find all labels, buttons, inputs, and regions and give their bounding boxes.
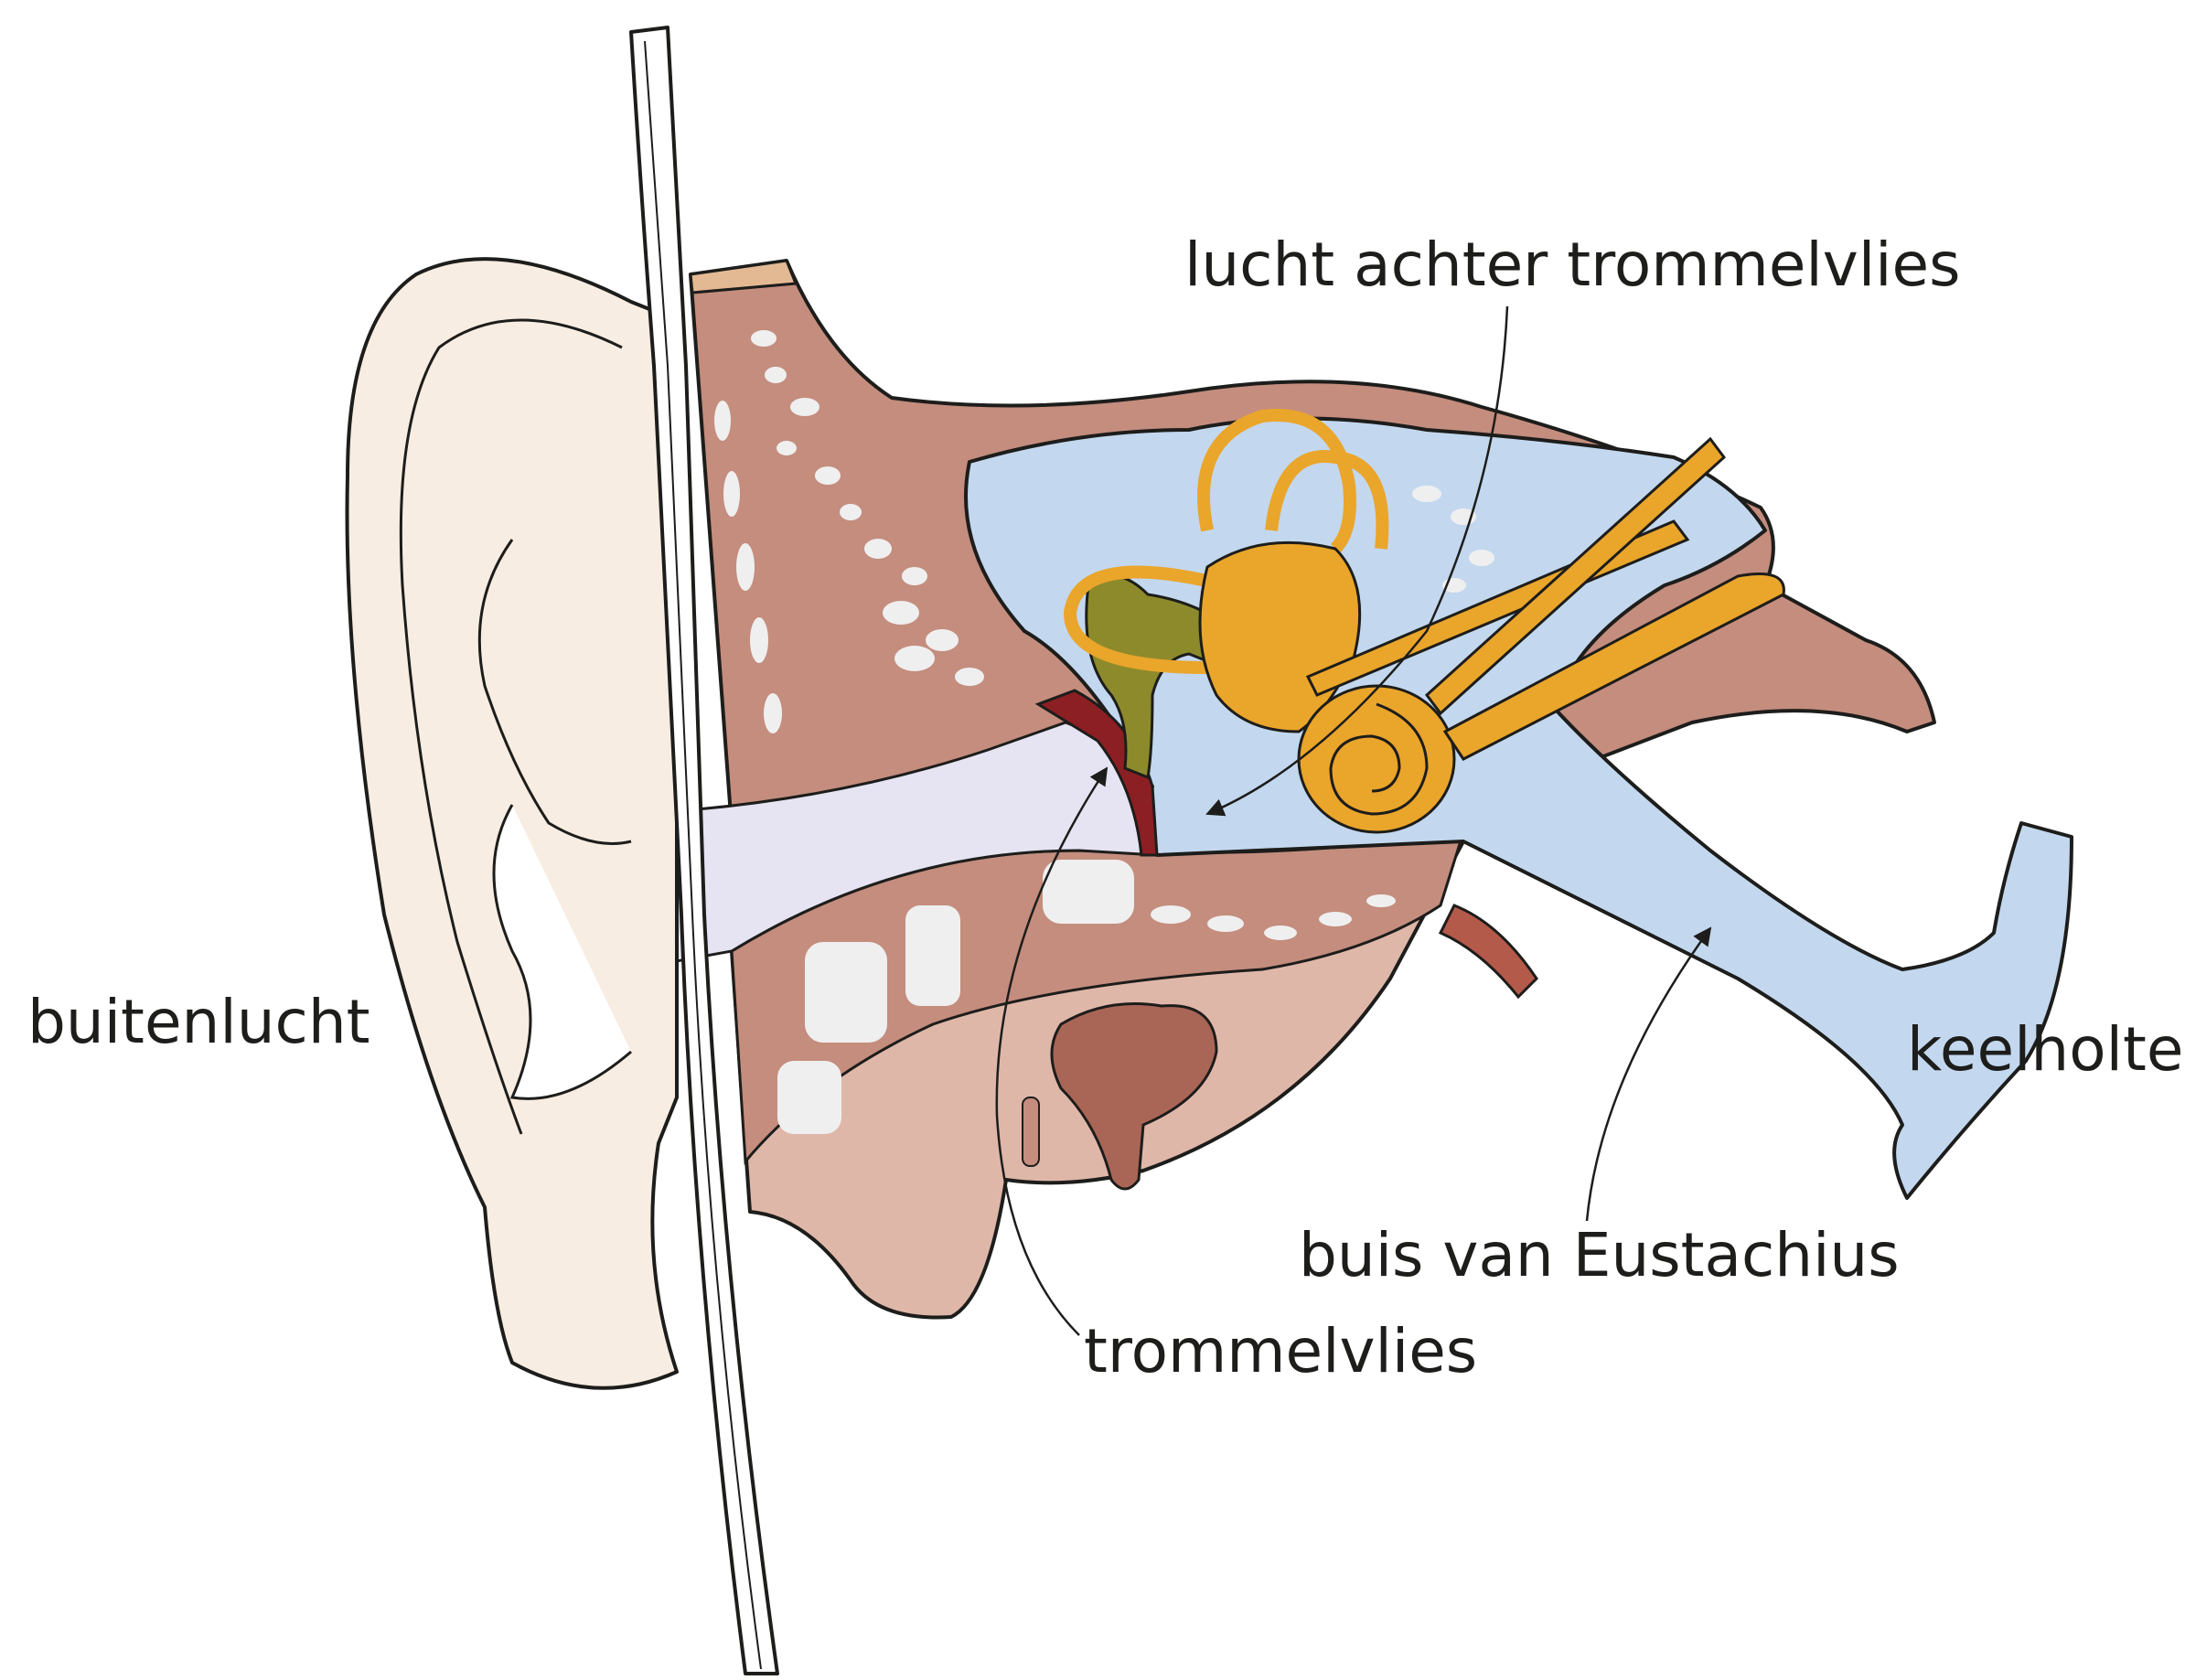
label-eustachian-tube: buis van Eustachius <box>1299 1220 1900 1290</box>
small-nerve <box>1023 1097 1039 1166</box>
label-throat-cavity: keelholte <box>1907 1014 2183 1085</box>
label-outside-air: buitenlucht <box>27 987 370 1057</box>
artery <box>1441 905 1537 997</box>
cochlea <box>1299 686 1454 832</box>
label-eardrum: trommelvlies <box>1084 1316 1477 1386</box>
leader-line-eustachian-tube <box>1587 928 1710 1221</box>
label-air-behind-eardrum: lucht achter trommelvlies <box>1184 230 1961 300</box>
